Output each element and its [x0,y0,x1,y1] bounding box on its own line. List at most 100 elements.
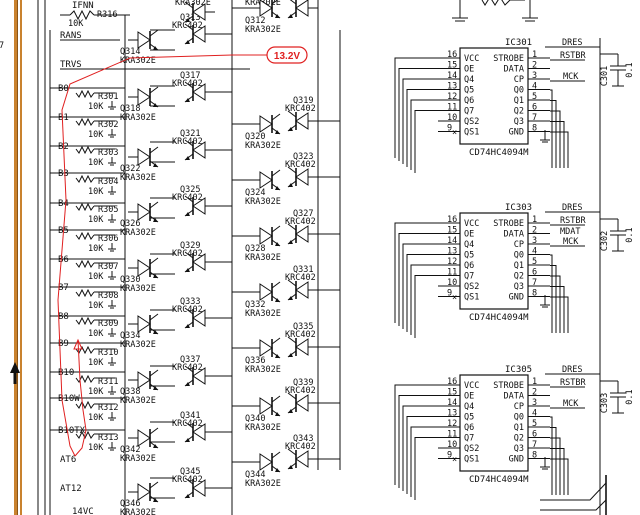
resistor-ref: R305 [98,205,118,215]
ic-pin-name: QS2 [464,282,479,292]
bus-label: B10 [58,368,74,378]
transistor-type: KRA302E [245,25,281,35]
ic-pin-num: 13 [447,82,457,92]
ic-pin-num: 8 [532,451,537,461]
net-at12: AT12 [60,484,82,494]
transistor-mid [184,139,215,161]
ic-pin-name: Q5 [464,413,474,423]
ic-pin-num: 1 [532,377,537,387]
transistor-type: KRA302E [120,56,156,66]
transistor-type: KRC402 [285,386,316,396]
ic-pin-num: 3 [532,71,537,81]
ic-pin-name: QS1 [464,455,479,465]
transistor-right-npn [287,336,318,358]
ic-pin-num: 14 [447,236,457,246]
arrow-up-icon [10,362,20,384]
resistor-value: 10K [88,130,104,140]
resistor-ref: R307 [98,262,118,272]
ic-pin-name: Q0 [514,413,524,423]
transistor-mid [184,421,215,443]
net-rans: RANS [60,31,82,41]
net-dres: DRES [562,38,582,48]
voltage-badge [266,46,308,64]
ic-pin-name: DATA [504,65,524,75]
transistor-right [250,451,281,473]
ic-pin-name: Q3 [514,282,524,292]
transistor-ref: Q322 [120,164,140,174]
transistor-ref: Q339 [293,378,313,388]
transistor-top [184,1,215,23]
ic-pin-name: Q2 [514,107,524,117]
bus-label: B4 [58,199,69,209]
resistor-ref: R313 [98,433,118,443]
transistor-right [250,395,281,417]
ic-pin-num: 4 [532,82,537,92]
ic-pin-name: STROBE [493,54,524,64]
transistor-ref: Q325 [180,185,200,195]
ic-pin-name: Q4 [464,240,474,250]
transistor-right [250,281,281,303]
ic-pin-num: 7 [532,278,537,288]
transistor-type: KRC402 [285,104,316,114]
ic-pin-name: Q0 [514,251,524,261]
ic-pin-num: 7 [532,113,537,123]
transistor-type: KRA302E [245,423,281,433]
ic-pin-name: Q6 [464,96,474,106]
transistor-mid [184,251,215,273]
ic-ref: IC301 [505,38,532,48]
board-edge-inner [20,0,22,515]
ic-pin-name: QS2 [464,117,479,127]
ic-pin-name: STROBE [493,381,524,391]
resistor-ref: R304 [98,177,118,187]
transistor-type: KRC402 [172,419,203,429]
cap-ref: C301 [600,66,610,86]
transistor-ref: Q323 [293,152,313,162]
ic-chip: IC303CD74HC4094MVCC16OE15Q414Q513Q612Q71… [394,203,635,338]
net-ifnn: IFNN [72,1,94,11]
transistor-right-npn [287,448,318,470]
net-dres: DRES [562,203,582,213]
resistor-ref: R303 [98,148,118,158]
transistor-mid [184,81,215,103]
ic-pin-num: 4 [532,247,537,257]
ic-pin-name: QS1 [464,128,479,138]
transistor-ref: Q341 [180,411,200,421]
transistor-right-npn [287,110,318,132]
transistor-ref: Q324 [245,188,265,198]
transistor-ref: Q329 [180,241,200,251]
ic-pin-name: GND [509,455,524,465]
bus-label: B3 [58,169,69,179]
ic-part: CD74HC4094M [469,148,529,158]
ic-pin-num: 10 [447,278,457,288]
ic-pin-num: 5 [532,257,537,267]
transistor-type: KRC402 [285,217,316,227]
ic-pin-num: 1 [532,50,537,60]
resistor-value: 10K [68,19,84,29]
transistor-type: KRA302E [120,113,156,123]
ic-pin-num: 8 [532,289,537,299]
ic-chip: IC305CD74HC4094MVCC16OE15Q414Q513Q612Q71… [394,365,635,500]
transistor-type: KRA302E [120,508,156,515]
ic-pin-name: Q6 [464,423,474,433]
transistor-type: KRA302E [245,197,281,207]
ic-body [459,47,529,145]
ic-body [459,212,529,310]
ic-pin-num: 2 [532,61,537,71]
transistor-type: KRA302E [120,284,156,294]
bus-label: B10TX [58,426,86,436]
transistor-right-npn [287,223,318,245]
ic-pin-num: 8 [532,124,537,134]
ic-pin-name: Q0 [514,86,524,96]
transistor-ref: Q319 [293,96,313,106]
net-trvs: TRVS [60,60,82,70]
ic-pin-num: 11 [447,430,457,440]
ic-pin-name: Q3 [514,444,524,454]
ic-pin-name: Q7 [464,272,474,282]
transistor-mid [184,23,215,45]
net-rstbr: RSTBR [560,51,586,61]
ic-pin-num: 14 [447,398,457,408]
